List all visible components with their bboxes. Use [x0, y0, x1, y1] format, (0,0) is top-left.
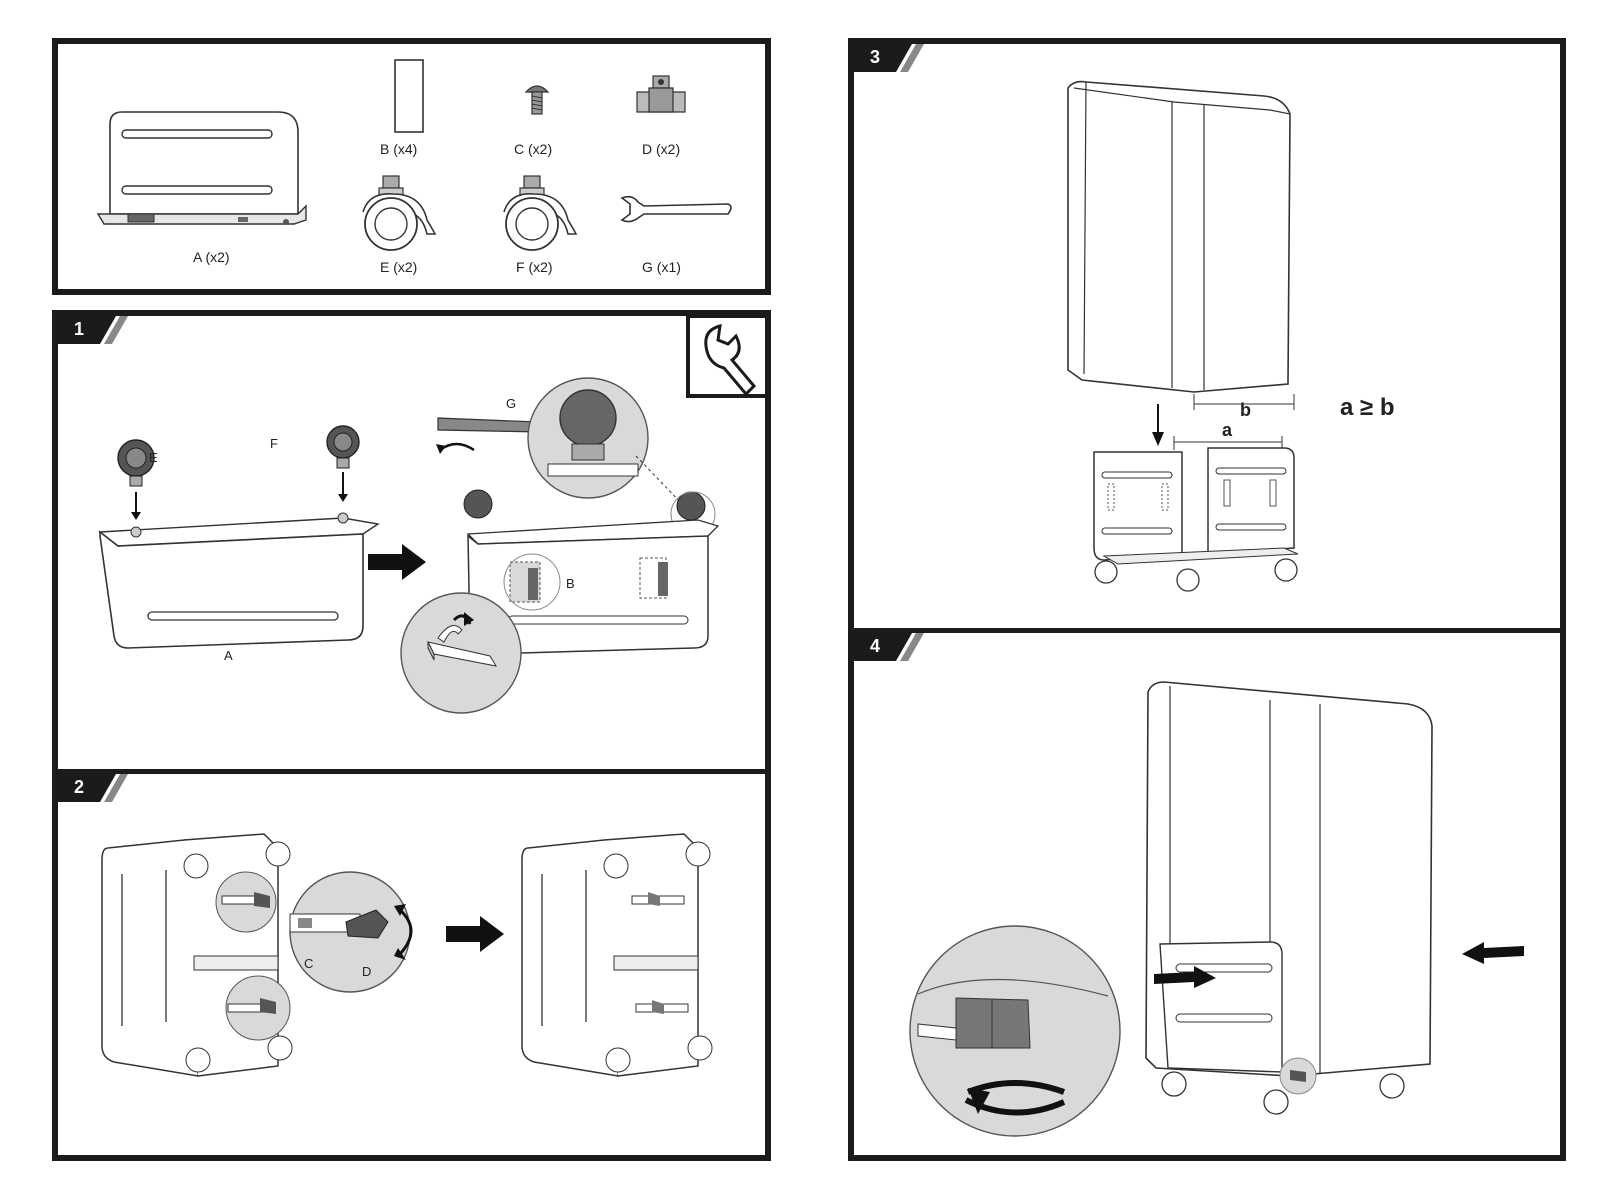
- dim-a-label: a: [1222, 420, 1232, 441]
- callout-a: A: [224, 648, 233, 663]
- push-arrow-right: [1462, 940, 1524, 964]
- step-3-pc-case: [1054, 74, 1314, 404]
- part-g-wrench: [618, 192, 738, 226]
- part-g-label: G (x1): [642, 259, 681, 275]
- part-c-label: C (x2): [514, 141, 552, 157]
- part-d-label: D (x2): [642, 141, 680, 157]
- step-2-number: 2: [74, 777, 84, 798]
- part-e-caster: [353, 172, 437, 256]
- peel-tape-zoom: [398, 590, 524, 716]
- step-3-tab: 3: [854, 44, 926, 72]
- step-4-knob-zoom: [908, 924, 1122, 1138]
- callout-f: F: [270, 436, 278, 451]
- step-3-number: 3: [870, 47, 880, 68]
- step-2-tab: 2: [58, 774, 130, 802]
- callout-c: C: [304, 956, 313, 971]
- part-a-bracket: [98, 106, 328, 236]
- callout-b: B: [566, 576, 575, 591]
- caster-f: [327, 426, 359, 502]
- step-2-assembly-after: [514, 826, 734, 1086]
- part-b-label: B (x4): [380, 141, 417, 157]
- step-1-tab: 1: [58, 316, 130, 344]
- push-arrow-left: [1154, 966, 1216, 990]
- step-2-knob-zoom: [282, 870, 442, 1000]
- part-b-pad: [391, 58, 427, 136]
- step-4-tab: 4: [854, 633, 926, 661]
- part-d-knob: [633, 74, 691, 120]
- part-f-caster: [494, 172, 578, 256]
- step-1-bracket-before: [88, 426, 378, 656]
- step-3-stand: [1084, 444, 1314, 594]
- step-2-arrow: [446, 916, 504, 952]
- part-e-label: E (x2): [380, 259, 417, 275]
- step-4-pc-on-stand: [1140, 674, 1460, 1114]
- part-c-screw: [523, 80, 551, 120]
- step-1-number: 1: [74, 319, 84, 340]
- step-divider: [58, 769, 765, 774]
- parts-panel: A (x2) B (x4) C (x2) D (x2) E (x2) F (x2…: [52, 38, 771, 295]
- callout-d: D: [362, 964, 371, 979]
- part-a-label: A (x2): [193, 249, 230, 265]
- callout-g: G: [506, 396, 516, 411]
- callout-e: E: [149, 450, 158, 465]
- step-divider-right: [854, 628, 1560, 633]
- part-f-label: F (x2): [516, 259, 553, 275]
- step-4-number: 4: [870, 636, 880, 657]
- dim-b-label: b: [1240, 400, 1251, 421]
- steps-1-2-panel: 1 E F A: [52, 310, 771, 1161]
- size-formula: a ≥ b: [1340, 394, 1395, 422]
- steps-3-4-panel: 3 b a a ≥ b: [848, 38, 1566, 1161]
